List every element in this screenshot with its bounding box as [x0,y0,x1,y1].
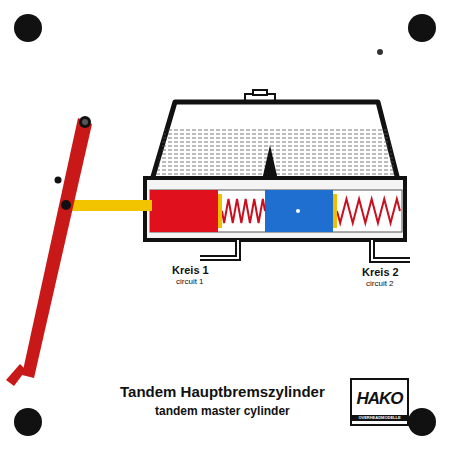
circuit-label: Kreis 2 [362,266,399,278]
logo-text: HAKO [352,380,407,415]
circuit-label: circuit 1 [176,278,204,287]
spring [337,199,400,223]
circuit-label: Kreis 1 [172,264,209,276]
logo-box: HAKOOVERHEADMODELLE [350,378,409,426]
spring [222,199,265,223]
caption: tandem master cylinder [155,405,290,418]
circuit-label: circuit 2 [366,280,394,289]
title: Tandem Hauptbremszylinder [120,384,325,401]
logo-subtext: OVERHEADMODELLE [352,415,407,421]
